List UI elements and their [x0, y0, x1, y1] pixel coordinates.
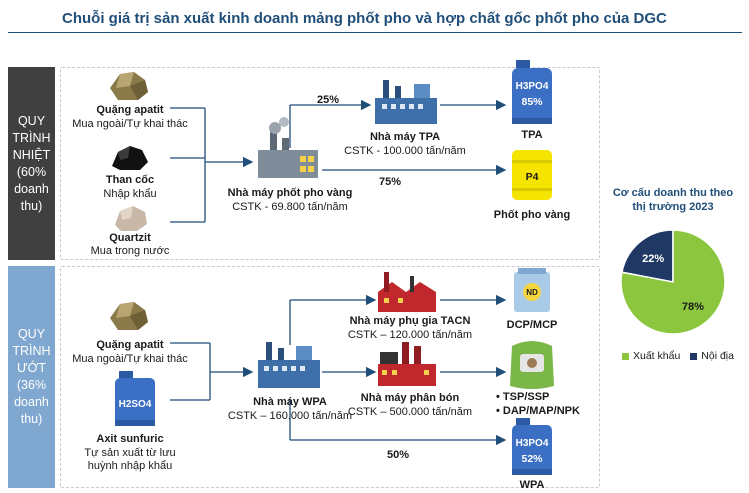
pie-slice-export: [620, 229, 726, 335]
output-wpa-label: WPA: [519, 479, 545, 491]
legend-export-label: Xuất khẩu: [633, 350, 681, 362]
stage-header-production: SẢN XUẤT: [302, 44, 370, 60]
wpa-plant-capacity: CSTK – 160.000 tấn/năm: [227, 410, 353, 422]
tpa-drum-label: H3PO4: [515, 81, 549, 92]
h2so4-drum-label: H2SO4: [118, 399, 152, 410]
stage-header-input: ĐẦU VÀO: [100, 44, 162, 60]
fertilizer-plant-name: Nhà máy phân bón: [360, 392, 460, 404]
wet-process-box: [60, 266, 600, 488]
fertilizer-plant-capacity: CSTK – 500.000 tấn/năm: [347, 406, 473, 418]
legend-export-swatch: [622, 352, 629, 360]
thermal-input-quartzite-source: Mua trong nước: [90, 245, 170, 257]
factory-icon: [258, 117, 318, 178]
pie-legend: Xuất khẩu Nội địa: [622, 350, 734, 362]
drum-icon: [512, 60, 552, 124]
wet-process-label: QUY TRÌNH ƯỚT (36% doanh thu): [8, 266, 55, 488]
quartzite-icon: [115, 206, 147, 231]
revenue-pie-chart: 22% 78%: [620, 229, 726, 335]
page-title: Chuỗi giá trị sản xuất kinh doanh mảng p…: [62, 10, 667, 27]
output-tpa-label: TPA: [521, 129, 543, 141]
wet-input-apatite-name: Quặng apatit: [96, 339, 164, 351]
legend-domestic-label: Nội địa: [701, 350, 734, 362]
pie-title-line1: Cơ cấu doanh thu theo: [612, 187, 734, 199]
thermal-process-box: [60, 67, 600, 260]
wet-input-acid-name: Axit sunfuric: [96, 433, 164, 445]
flow-wpa-percent: 50%: [386, 449, 410, 461]
pie-slice-domestic: [621, 229, 674, 283]
feed-bag-label: ND: [526, 288, 538, 297]
yellow-phosphorus-plant-capacity: CSTK - 69.800 tấn/năm: [232, 201, 348, 213]
tpa-plant-capacity: CSTK - 100.000 tấn/năm: [344, 145, 466, 157]
wpa-drum-label: H3PO4: [515, 438, 549, 449]
wet-connectors: [170, 294, 507, 446]
title-divider: [8, 32, 742, 33]
thermal-connectors: [170, 99, 507, 223]
output-dap-text: DAP/MAP/NPK: [502, 405, 580, 417]
feed-plant-capacity: CSTK – 120.000 tấn/năm: [347, 329, 473, 341]
output-dap-label: • DAP/MAP/NPK: [496, 405, 580, 417]
coal-icon: [112, 146, 148, 170]
output-dcp-label: DCP/MCP: [506, 319, 558, 331]
feed-plant-name: Nhà máy phụ gia TACN: [349, 315, 471, 327]
tpa-plant-name: Nhà máy TPA: [369, 131, 441, 143]
drum-icon: [512, 150, 552, 200]
rock-icon: [110, 302, 148, 330]
thermal-input-apatite-name: Quặng apatit: [96, 104, 164, 116]
yellow-phosphorus-plant-name: Nhà máy phốt pho vàng: [227, 187, 353, 199]
thermal-process-label: QUY TRÌNH NHIỆT (60% doanh thu): [8, 67, 55, 260]
pie-title-line2: thị trường 2023: [632, 201, 714, 213]
pie-label-export: 78%: [682, 301, 704, 313]
fertilizer-plant-icon: [378, 342, 436, 386]
thermal-input-coke-name: Than cốc: [105, 174, 155, 186]
p4-drum-label: P4: [525, 171, 539, 183]
wet-input-acid-source-2: huỳnh nhập khẩu: [87, 460, 173, 472]
factory-icon: [258, 342, 320, 388]
thermal-input-coke-source: Nhập khẩu: [103, 188, 157, 200]
wet-input-apatite-source: Mua ngoài/Tự khai thác: [72, 353, 188, 365]
wpa-drum-percent: 52%: [521, 453, 543, 465]
rock-icon: [110, 72, 148, 100]
tpa-plant-icon: [375, 80, 437, 124]
legend-domestic-swatch: [690, 352, 698, 360]
drum-icon: [512, 418, 552, 475]
output-tsp-text: TSP/SSP: [502, 391, 550, 403]
fertilizer-bag-icon: [510, 341, 554, 389]
feed-bag-icon: [514, 268, 550, 312]
feed-plant-icon: [378, 272, 436, 312]
stage-header-output: ĐẦU RA: [509, 44, 561, 60]
pie-label-domestic: 22%: [642, 253, 664, 265]
flow-p4-percent: 75%: [378, 176, 402, 188]
thermal-input-quartzite-name: Quartzit: [109, 232, 151, 244]
wpa-plant-name: Nhà máy WPA: [253, 396, 327, 408]
flow-tpa-percent: 25%: [316, 94, 340, 106]
drum-icon: [115, 371, 155, 426]
tpa-drum-percent: 85%: [521, 96, 543, 108]
output-p4-label: Phốt pho vàng: [493, 209, 571, 221]
stage-header-consumption: TIÊU THỤ: [638, 44, 702, 60]
wet-input-acid-source-1: Tự sản xuất từ lưu: [84, 447, 176, 459]
thermal-input-apatite-source: Mua ngoài/Tự khai thác: [72, 118, 188, 130]
output-tsp-label: • TSP/SSP: [496, 391, 550, 403]
